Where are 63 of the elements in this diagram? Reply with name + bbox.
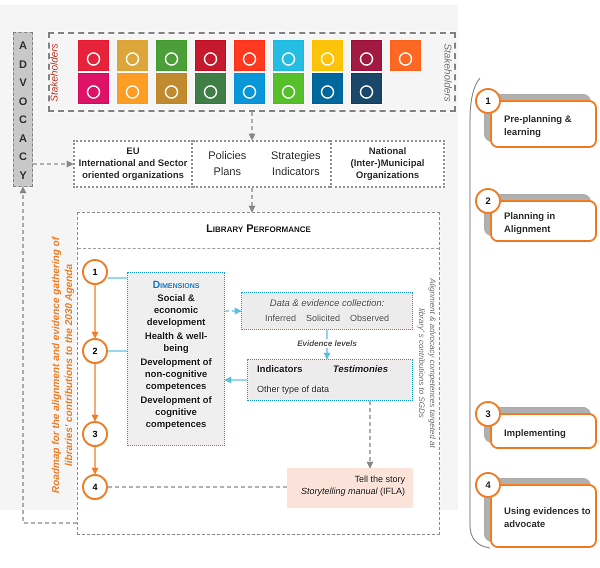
box-heading: Dimensions xyxy=(152,279,200,291)
policy-label: Plans xyxy=(213,166,242,178)
policy-label: Policies xyxy=(208,150,246,162)
arrow xyxy=(366,401,374,469)
arrow xyxy=(20,186,77,524)
collection-type: Observed xyxy=(350,313,390,323)
step-label: Using evidences to advocate xyxy=(504,505,591,531)
panel-heading: Library Performance xyxy=(205,223,312,235)
arrow xyxy=(92,447,98,475)
step-circle xyxy=(82,338,108,364)
arrow xyxy=(92,364,98,422)
step-label: Pre-planning & learning xyxy=(504,113,573,139)
dimension-label: Social & economic development xyxy=(146,293,206,329)
dimensions-box xyxy=(127,272,225,446)
step-number: 1 xyxy=(92,267,98,277)
step-circle xyxy=(82,474,108,500)
indicator-label: Testimonies xyxy=(332,364,388,375)
story-label: Storytelling manual (IFLA) xyxy=(300,486,405,496)
collection-type: Solicited xyxy=(306,313,340,323)
side-label: Stakeholders xyxy=(442,42,452,104)
step-number: 2 xyxy=(92,346,98,356)
arrow xyxy=(92,285,98,339)
dimension-label: Health & well-being xyxy=(144,331,208,355)
step-number: 3 xyxy=(92,429,98,439)
step-number-circle: 1 xyxy=(475,88,501,114)
organization-box xyxy=(73,140,193,188)
story-label: Tell the story xyxy=(354,474,405,484)
data-collection-box xyxy=(241,292,413,330)
rotated-caption: Roadmap for the alignment and evidence gathering of libraries' contributions to the 2030 Agenda xyxy=(50,235,76,496)
side-label: Stakeholders xyxy=(50,42,60,104)
step-number: 4 xyxy=(92,482,98,492)
dimension-label: Development of non-cognitive competences xyxy=(139,357,213,393)
indicator-label: Other type of data xyxy=(257,384,330,394)
step-number-circle: 4 xyxy=(475,472,501,498)
organization-label: EU xyxy=(126,146,140,158)
story-box xyxy=(287,468,413,508)
organization-box xyxy=(330,140,445,188)
step-circle xyxy=(82,259,108,285)
organization-label: International and Sector oriented organizations xyxy=(78,158,188,182)
step-label: Planning in Alignment xyxy=(504,210,556,236)
step-circle xyxy=(82,421,108,447)
advocacy-bar xyxy=(13,32,33,187)
policy-label: Indicators xyxy=(272,166,320,178)
arrow xyxy=(248,112,256,141)
policy-box xyxy=(193,140,330,188)
step-number-circle: 2 xyxy=(475,188,501,214)
box-heading: Data & evidence collection: xyxy=(268,298,386,309)
indicators-box xyxy=(247,359,413,401)
collection-type: Inferred xyxy=(264,313,296,323)
vertical-label: ADVOCACY xyxy=(18,39,28,184)
dimension-label: Development of cognitive competences xyxy=(139,395,213,431)
arrow xyxy=(248,188,256,213)
policy-label: Strategies xyxy=(270,150,321,162)
library-performance-panel xyxy=(77,212,440,535)
arrow xyxy=(33,160,74,168)
arrow xyxy=(224,376,247,384)
arrow xyxy=(225,308,242,314)
rotated-caption: Alignment & advocacy competences targeted at library' s contributions to SGDs xyxy=(416,277,438,450)
goals-panel xyxy=(48,32,456,112)
organization-label: National (Inter-)Municipal Organizations xyxy=(350,146,426,182)
indicator-label: Indicators xyxy=(257,364,302,375)
step-number-circle: 3 xyxy=(475,401,501,427)
step-label: Implementing xyxy=(504,426,566,440)
